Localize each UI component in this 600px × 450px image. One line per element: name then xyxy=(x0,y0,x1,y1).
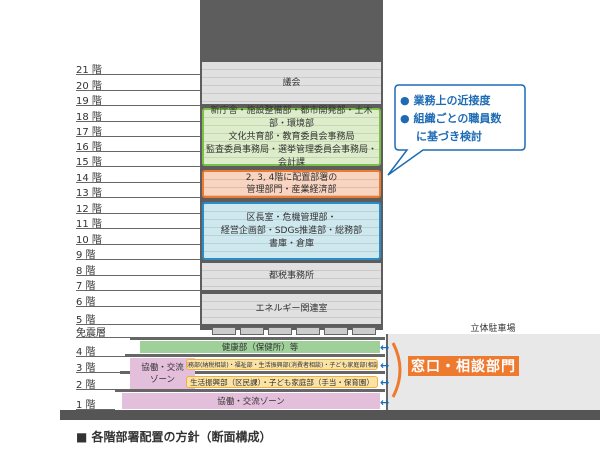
bullet-icon: ● xyxy=(400,94,410,107)
slab xyxy=(130,337,385,340)
block-label: 新庁舎・施設整備部・都市開発部・土木部・環境部 xyxy=(210,105,373,129)
floor3-band: 総務部(納税相談)・福祉部・生活振興部(消費者相談)・子ども家庭部(相談) xyxy=(186,359,378,370)
double-arrow-icon: ↔ xyxy=(380,341,390,354)
block-label: 監査委員事務局・選挙管理委員会事務局・会計課 xyxy=(205,144,377,168)
floor-line xyxy=(76,136,200,137)
band-label: 生活振興部（区民課）・子ども家庭部（手当・保育園） xyxy=(190,377,374,387)
floor2-band: 生活振興部（区民課）・子ども家庭部（手当・保育園） xyxy=(186,376,378,388)
band-label: 協働・交流ゾーン xyxy=(141,362,184,385)
floor-label: 2 階 xyxy=(76,380,96,391)
floor4-band: 健康部（保健所）等 xyxy=(140,341,380,353)
block-label: 書庫・倉庫 xyxy=(268,238,314,249)
double-arrow-icon: ↔ xyxy=(380,376,390,389)
floor-label: 14 階 xyxy=(76,173,102,184)
floor-label: 20 階 xyxy=(76,81,102,92)
floor-label: 18 階 xyxy=(76,112,102,123)
slab xyxy=(125,354,385,357)
floor-block-assembly: 議会 xyxy=(202,62,381,104)
floor-label: 17 階 xyxy=(76,127,102,138)
isolator xyxy=(268,327,292,335)
floor-label: 16 階 xyxy=(76,142,102,153)
isolator xyxy=(296,327,320,335)
floor1-band: 協働・交流ゾーン xyxy=(122,393,380,409)
floor-label: 9 階 xyxy=(76,250,96,261)
slab xyxy=(120,371,385,374)
callout-line: に基づき検討 xyxy=(416,130,482,143)
floor-line xyxy=(76,324,200,325)
callout-text: ● 業務上の近接度 ● 組織ごとの職員数 に基づき検討 xyxy=(400,92,501,146)
double-arrow-icon: ↔ xyxy=(380,396,390,409)
floor-line xyxy=(76,197,200,198)
block-label: 区長室・危機管理部・ xyxy=(246,212,337,223)
floor-line xyxy=(76,356,130,357)
block-label: 都税事務所 xyxy=(268,271,314,281)
floor-label: 15 階 xyxy=(76,157,102,168)
floor-label: 5 階 xyxy=(76,315,96,326)
band-label: 協働・交流ゾーン xyxy=(217,397,285,407)
floor-block-blue: 区長室・危機管理部・ 経営企画部・SDGs推進部・総務部 書庫・倉庫 xyxy=(202,202,381,260)
floor-block-tax: 都税事務所 xyxy=(202,263,381,290)
callout-line: 業務上の近接度 xyxy=(413,94,491,107)
floor-line xyxy=(76,105,200,106)
floor-line xyxy=(76,213,200,214)
floor-label: 7 階 xyxy=(76,281,96,292)
slab xyxy=(115,389,385,392)
block-label: 議会 xyxy=(282,77,301,88)
floor-label: 10 階 xyxy=(76,235,102,246)
floor-label: 19 階 xyxy=(76,96,102,107)
callout-bubble xyxy=(387,84,526,176)
floor-line xyxy=(76,244,200,245)
floor-line xyxy=(76,74,200,75)
floor-line xyxy=(76,290,200,291)
floor-line xyxy=(76,151,200,152)
floor-line xyxy=(76,90,200,91)
floor-line xyxy=(76,409,115,410)
callout-line: 組織ごとの職員数 xyxy=(413,112,502,125)
floor-label: 4 階 xyxy=(76,347,96,358)
band-label: 健康部（保健所）等 xyxy=(221,343,299,353)
floor-block-energy: エネルギー関連室 xyxy=(202,294,381,324)
floor-block-green: 新庁舎・施設整備部・都市開発部・土木部・環境部 文化共育部・教育委員会事務局 監… xyxy=(202,105,381,168)
floor-label: 21 階 xyxy=(76,65,102,76)
band-label: 総務部(納税相談)・福祉部・生活振興部(消費者相談)・子ども家庭部(相談) xyxy=(186,362,378,369)
floor-label: 免震層 xyxy=(76,328,106,339)
bullet-icon: ● xyxy=(400,112,410,125)
isolator xyxy=(352,327,376,335)
block-label: 文化共育部・教育委員会事務局 xyxy=(228,131,355,142)
floor-line xyxy=(76,389,120,390)
block-label: エネルギー関連室 xyxy=(255,303,328,314)
counter-label: 窓口・相談部門 xyxy=(408,356,519,376)
double-arrow-icon: ↔ xyxy=(380,359,390,372)
floor-label: 11 階 xyxy=(76,219,102,230)
floor-label: 13 階 xyxy=(76,188,102,199)
block-label: 経営企画部・SDGs推進部・総務部 xyxy=(220,225,363,236)
floor-line xyxy=(76,306,200,307)
floor-label: 8 階 xyxy=(76,266,96,277)
brace-icon xyxy=(391,342,402,398)
floor-label: 3 階 xyxy=(76,363,96,374)
floor-line xyxy=(76,182,200,183)
parking-label: 立体駐車場 xyxy=(470,324,516,334)
caption: ■ 各階部署配置の方針（断面構成） xyxy=(76,430,272,444)
ground xyxy=(60,410,600,420)
isolator xyxy=(324,327,348,335)
block-label: 管理部門・産業経済部 xyxy=(246,185,337,195)
floor-line xyxy=(76,121,200,122)
floor-line xyxy=(76,259,200,260)
isolator xyxy=(240,327,264,335)
floor-label: 12 階 xyxy=(76,204,102,215)
floor-line xyxy=(76,372,125,373)
block-label: 2, 3, 4階に配置部署の xyxy=(245,173,338,183)
floor-line xyxy=(76,275,200,276)
floor-line xyxy=(76,166,200,167)
floor-label: 6 階 xyxy=(76,297,96,308)
floor-line xyxy=(76,228,200,229)
floor-block-orange: 2, 3, 4階に配置部署の 管理部門・産業経済部 xyxy=(202,170,381,198)
exchange-zone: 協働・交流ゾーン xyxy=(130,358,195,389)
floor-label: 1 階 xyxy=(76,400,96,411)
isolator xyxy=(212,327,236,335)
